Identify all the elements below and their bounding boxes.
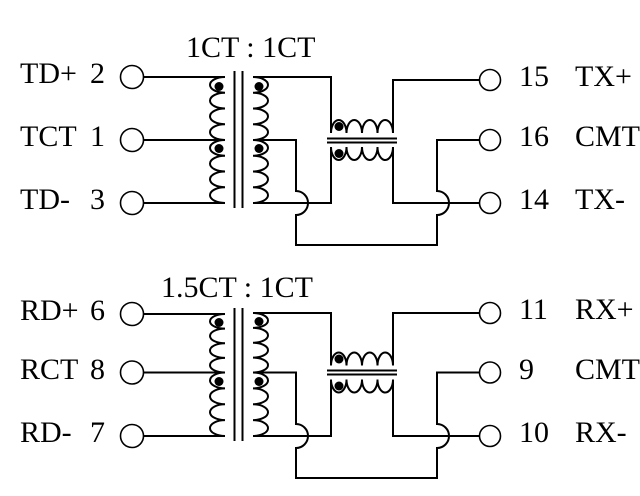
signal-name: TD+ (20, 57, 77, 90)
rx-primary-winding (209, 313, 226, 437)
terminal-pin-10 (478, 424, 502, 448)
rx-choke-core-lines (327, 369, 397, 376)
pin-number: 15 (519, 60, 549, 93)
terminal-pin-7 (119, 423, 145, 449)
phase-dot (214, 318, 224, 327)
phase-dot (254, 144, 264, 153)
phase-dot (334, 354, 344, 364)
rx-terminals (119, 301, 502, 449)
rx-left-lead-wires (143, 313, 225, 437)
terminal-pin-1 (119, 127, 145, 153)
pin-label-td-plus: TD+ 2 (20, 58, 105, 90)
terminal-pin-11 (478, 301, 502, 325)
ratio-title-receive: 1.5CT : 1CT (161, 271, 313, 304)
tx-choke-top-winding (330, 119, 394, 134)
rx-choke-top-winding (330, 351, 394, 366)
pin-label-cmt-rx: 9 CMT (519, 354, 640, 386)
phase-dot (214, 377, 224, 386)
tx-left-lead-wires (143, 76, 225, 204)
tx-choke-bottom-winding (330, 146, 394, 161)
signal-name: RD+ (20, 294, 79, 327)
signal-name: RCT (20, 353, 79, 386)
transmit-circuit (119, 64, 502, 246)
rx-secondary-winding (252, 312, 269, 437)
pin-label-rx-plus: 11 RX+ (519, 294, 640, 326)
tx-core-lines (233, 71, 244, 208)
phase-dot (254, 82, 264, 91)
signal-name: TD- (20, 183, 70, 216)
pin-number: 11 (519, 293, 548, 326)
rx-secondary-top-wire (253, 312, 480, 366)
pin-number: 2 (90, 57, 105, 90)
signal-name: RX+ (575, 293, 634, 326)
terminal-pin-14 (478, 191, 502, 215)
pin-number: 7 (90, 416, 105, 449)
pin-number: 9 (519, 353, 534, 386)
tx-choke-core-lines (327, 137, 397, 144)
rx-choke-bottom-winding (330, 379, 394, 394)
tx-primary-winding (209, 76, 226, 204)
terminal-pin-16 (478, 128, 502, 152)
pin-label-cmt-tx: 16 CMT (519, 121, 640, 153)
pin-label-rx-minus: 10 RX- (519, 417, 640, 449)
signal-name: RX- (575, 416, 627, 449)
tx-terminals (119, 64, 502, 216)
pin-label-rd-plus: RD+ 6 (20, 295, 105, 327)
terminal-pin-6 (119, 301, 145, 327)
pin-label-tx-minus: 14 TX- (519, 184, 640, 216)
phase-dot (214, 144, 224, 153)
signal-name: CMT (574, 353, 640, 386)
pin-label-rct: RCT 8 (20, 354, 105, 386)
pin-number: 14 (519, 183, 549, 216)
pin-label-tct: TCT 1 (20, 121, 105, 153)
pin-number: 16 (519, 120, 549, 153)
pin-label-tx-plus: 15 TX+ (519, 61, 640, 93)
rx-core-lines (233, 308, 244, 441)
pin-number: 8 (90, 353, 105, 386)
pin-number: 3 (90, 183, 105, 216)
phase-dot (334, 381, 344, 391)
phase-dot (254, 317, 264, 326)
rx-phase-dots (214, 317, 344, 391)
signal-name: TX+ (575, 60, 632, 93)
phase-dot (334, 149, 344, 158)
receive-circuit (119, 301, 502, 479)
phase-dot (254, 377, 264, 386)
signal-name: CMT (574, 120, 640, 153)
tx-secondary-top-wire (253, 76, 480, 133)
signal-name: RD- (20, 416, 72, 449)
tx-phase-dots (214, 82, 344, 158)
terminal-pin-8 (119, 360, 145, 385)
pin-number: 6 (90, 294, 105, 327)
tx-center-tap-wire (253, 139, 480, 246)
phase-dot (214, 82, 224, 91)
terminal-pin-9 (478, 361, 502, 384)
pin-label-rd-minus: RD- 7 (20, 417, 105, 449)
terminal-pin-3 (119, 190, 145, 216)
pin-label-td-minus: TD- 3 (20, 184, 105, 216)
pin-number: 1 (90, 120, 105, 153)
ratio-title-transmit: 1CT : 1CT (186, 31, 316, 64)
tx-secondary-bottom-wire (253, 147, 480, 204)
rx-secondary-bottom-wire (253, 379, 480, 437)
terminal-pin-2 (119, 64, 145, 90)
signal-name: TCT (20, 120, 77, 153)
pin-number: 10 (519, 416, 549, 449)
terminal-pin-15 (478, 68, 502, 92)
signal-name: TX- (575, 183, 625, 216)
phase-dot (334, 122, 344, 131)
rx-center-tap-wire (253, 371, 480, 479)
